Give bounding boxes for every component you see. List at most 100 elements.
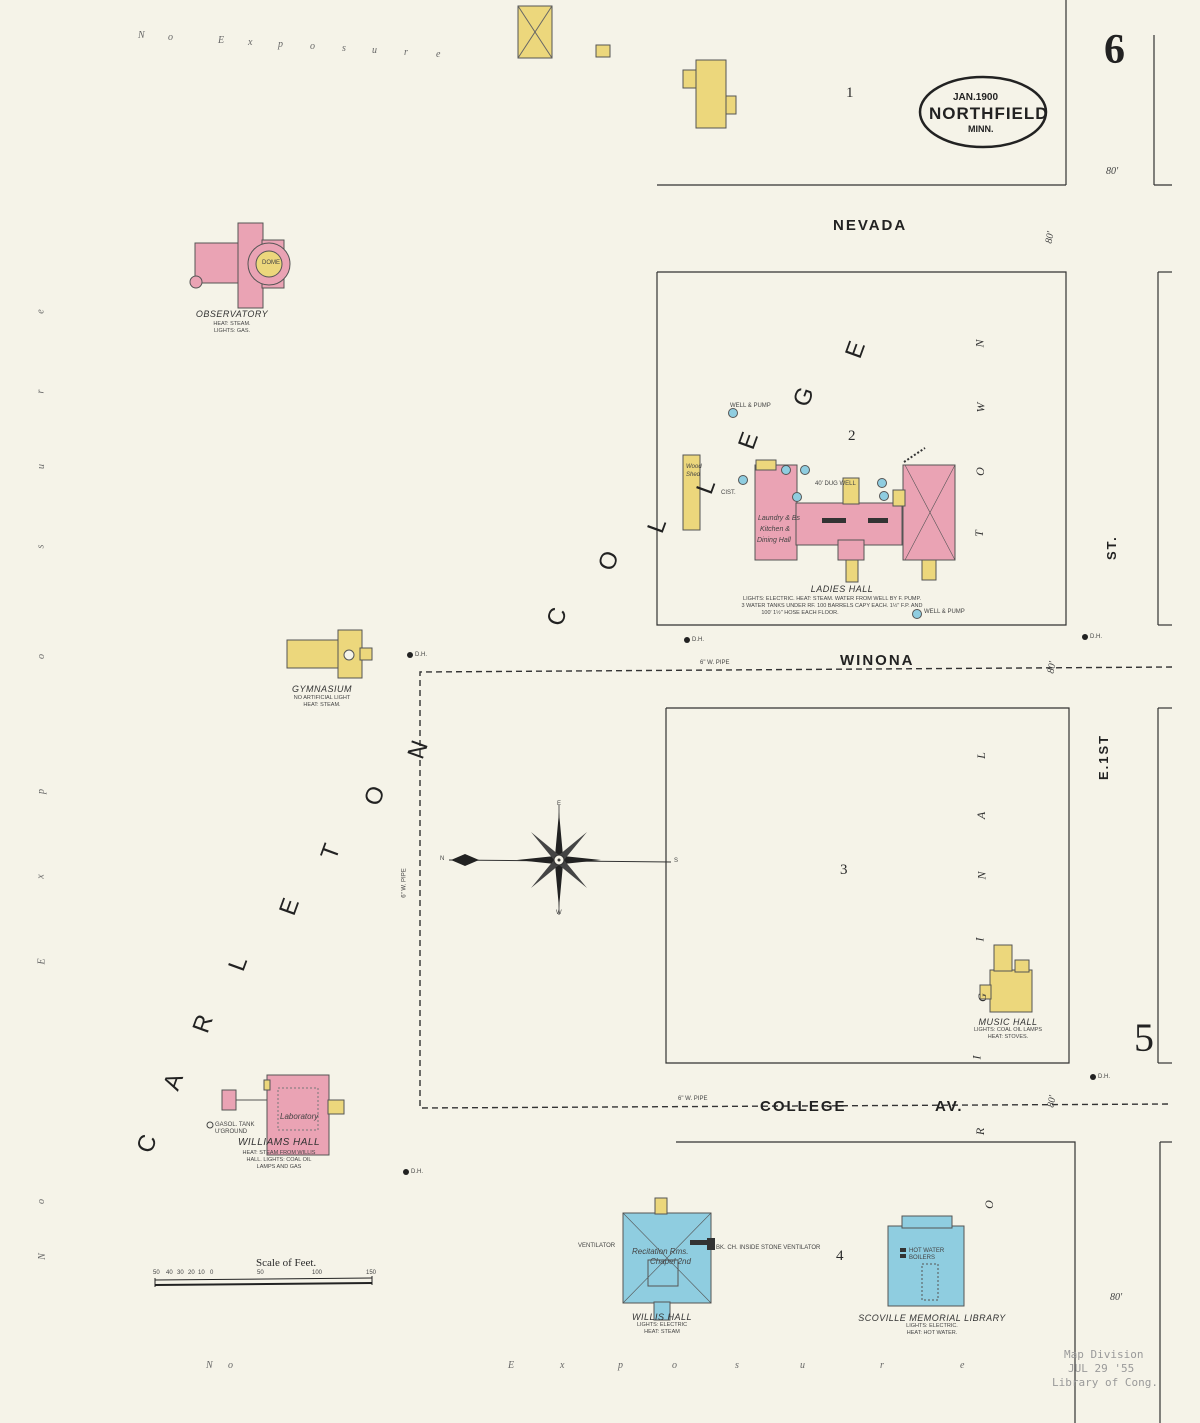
- hydrant-label: D.H.: [692, 637, 704, 643]
- scale-tick: 40: [166, 1270, 173, 1276]
- ladies-hall-interior: Laundry & Bs: [758, 515, 801, 522]
- town-letter: G: [974, 993, 989, 1002]
- street-av: AV.: [935, 1098, 964, 1115]
- town-letter: I: [969, 1055, 984, 1060]
- no-exposure-letter: N: [138, 30, 147, 41]
- no-exposure-letter: r: [404, 47, 410, 58]
- town-letter: N: [974, 871, 989, 880]
- scale-tick: 20: [188, 1270, 195, 1276]
- ladies-hall-interior: Kitchen &: [760, 526, 790, 533]
- dug-well-label: 40' DUG WELL: [815, 481, 856, 487]
- ladies-hall-interior: Dining Hall: [757, 537, 791, 544]
- no-exposure-letter: N: [36, 1251, 48, 1260]
- well-pump-label: WELL & PUMP: [730, 403, 771, 409]
- no-exposure-letter: E: [36, 956, 48, 965]
- no-exposure-letter: x: [560, 1360, 567, 1371]
- street-width-label: 80': [1045, 660, 1059, 675]
- no-exposure-letter: e: [436, 49, 443, 60]
- pipe-label: 6" W. PIPE: [678, 1096, 708, 1102]
- no-exposure-letter: o: [36, 1197, 47, 1204]
- pipe-label: 6" W. PIPE: [700, 660, 730, 666]
- no-exposure-letter: u: [36, 462, 47, 469]
- gymnasium-name: GYMNASIUM: [291, 684, 353, 694]
- no-exposure-letter: u: [800, 1360, 807, 1371]
- well-pump-label: WELL & PUMP: [924, 609, 965, 615]
- compass-north: N: [440, 856, 445, 862]
- town-letter: W: [973, 402, 988, 413]
- no-exposure-letter: o: [310, 41, 317, 52]
- ladies-hall-note: 3 WATER TANKS UNDER RF. 100 BARRELS CAPY…: [741, 603, 923, 609]
- hydrant-label: D.H.: [1098, 1074, 1110, 1080]
- observatory-name: OBSERVATORY: [195, 309, 269, 319]
- no-exposure-letter: e: [35, 307, 47, 314]
- scoville-library-note: LIGHTS: ELECTRIC.: [906, 1323, 958, 1329]
- block-number: 4: [836, 1248, 844, 1264]
- stone-ventilator-label: BK. CH. INSIDE STONE VENTILATOR: [716, 1245, 821, 1251]
- scale-tick: 10: [198, 1270, 205, 1276]
- no-exposure-letter: o: [672, 1360, 679, 1371]
- williams-hall-interior: Laboratory: [280, 1112, 319, 1121]
- music-hall-name: MUSIC HALL: [978, 1017, 1038, 1027]
- block-number: 2: [848, 428, 856, 444]
- pipe-label: 6" W. PIPE: [401, 868, 408, 898]
- compass-east: E: [557, 801, 562, 807]
- library-stamp-line: JUL 29 '55: [1068, 1362, 1135, 1375]
- street-st: ST.: [1104, 535, 1119, 560]
- no-exposure-letter: p: [36, 787, 47, 794]
- scoville-library-note: HEAT: HOT WATER.: [906, 1330, 958, 1336]
- scale-tick: 50: [153, 1270, 160, 1276]
- scale-tick: 30: [177, 1270, 184, 1276]
- hydrant-label: D.H.: [415, 652, 427, 658]
- town-letter: O: [972, 467, 987, 476]
- town-letter: T: [971, 530, 986, 537]
- willis-hall-interior: Chapel 2nd: [650, 1257, 691, 1266]
- williams-hall-note: HEAT: STEAM FROM WILLIS: [242, 1150, 316, 1156]
- williams-hall-name: WILLIAMS HALL: [237, 1137, 321, 1148]
- no-exposure-letter: s: [35, 542, 47, 549]
- no-exposure-letter: x: [248, 37, 255, 48]
- willis-hall-note: HEAT: STEAM: [644, 1329, 680, 1335]
- street-width-label: 80': [1106, 166, 1119, 177]
- scale-tick: 0: [210, 1270, 214, 1276]
- no-exposure-letter: r: [35, 387, 47, 394]
- gymnasium-note: HEAT: STEAM.: [303, 702, 341, 708]
- sheet-number: 6: [1104, 27, 1125, 73]
- ventilator-label: VENTILATOR: [578, 1243, 616, 1249]
- street-width-label: 80': [1045, 1094, 1059, 1109]
- cistern-label: CIST.: [721, 490, 736, 496]
- scale-tick: 150: [366, 1270, 377, 1276]
- gas-tank-label: GASOL. TANK: [215, 1122, 255, 1128]
- no-exposure-letter: x: [35, 872, 47, 879]
- block-number: 3: [840, 862, 848, 878]
- no-exposure-letter: o: [36, 652, 47, 659]
- street-nevada: NEVADA: [833, 217, 908, 234]
- street-college-av: COLLEGE: [760, 1098, 847, 1115]
- adjacent-sheet-number: 5: [1134, 1015, 1154, 1060]
- cartouche-city: NORTHFIELD: [929, 104, 1049, 123]
- compass-south: S: [674, 858, 679, 864]
- gas-tank-label: U'GROUND: [215, 1129, 248, 1135]
- ladies-hall-name: LADIES HALL: [810, 584, 874, 594]
- library-stamp-line: Map Division: [1064, 1348, 1144, 1361]
- hydrant-label: D.H.: [411, 1169, 423, 1175]
- street-e1st: E.1ST: [1096, 733, 1111, 780]
- town-letter: A: [974, 811, 989, 820]
- library-boiler-label: BOILERS: [909, 1255, 936, 1261]
- no-exposure-letter: E: [218, 35, 227, 46]
- scale-tick: 100: [312, 1270, 323, 1276]
- no-exposure-letter: p: [618, 1360, 625, 1371]
- no-exposure-letter: o: [168, 32, 175, 43]
- town-letter: L: [973, 752, 988, 759]
- compass-west: W: [556, 910, 562, 916]
- library-boiler-label: HOT WATER: [909, 1248, 945, 1254]
- observatory-dome-label: DOME: [262, 260, 280, 266]
- wood-shed-label: Shed: [686, 472, 701, 478]
- scale-tick: 50: [257, 1270, 264, 1276]
- street-width-label: 80': [1110, 1292, 1123, 1303]
- no-exposure-letter: u: [372, 45, 379, 56]
- block-number: 1: [846, 85, 854, 101]
- town-letter: N: [972, 339, 987, 348]
- williams-hall-note: HALL. LIGHTS: COAL OIL: [246, 1157, 312, 1163]
